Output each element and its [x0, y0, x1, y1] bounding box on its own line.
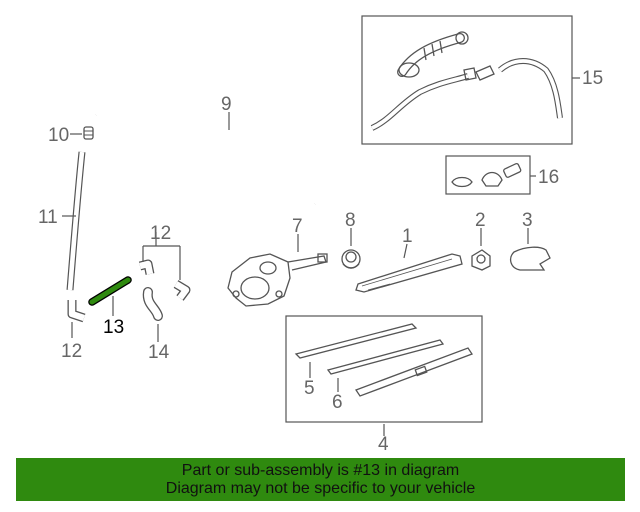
blade-group-box [285, 315, 483, 423]
leader-lines [62, 77, 580, 436]
banner-line-1: Part or sub-assembly is #13 in diagram [181, 462, 460, 479]
callout-5: 5 [304, 378, 315, 399]
part-11-hose[interactable] [66, 151, 86, 291]
callout-16: 16 [538, 167, 559, 188]
part-12-elbow-lower[interactable] [67, 300, 86, 323]
part-16-nozzle-assembly[interactable] [451, 163, 522, 188]
part-1-wiper-arm[interactable] [355, 253, 463, 293]
callout-12-upper: 12 [150, 223, 171, 244]
callout-8: 8 [345, 210, 356, 231]
highlight-notice-banner: Part or sub-assembly is #13 in diagram D… [16, 458, 625, 501]
callout-2: 2 [475, 210, 486, 231]
callout-14: 14 [148, 342, 170, 363]
callout-12-lower: 12 [61, 341, 82, 362]
part-14-bent-hose[interactable] [142, 287, 163, 321]
part-3-cap[interactable] [509, 246, 551, 271]
part-13-hose-highlighted[interactable] [88, 276, 132, 306]
callout-3: 3 [522, 210, 533, 231]
callout-10: 10 [48, 125, 69, 146]
part-12-elbow-upper-right[interactable] [173, 280, 191, 301]
part-7-wiper-motor[interactable] [227, 253, 328, 307]
callout-4: 4 [378, 434, 389, 455]
callout-11: 11 [38, 207, 58, 228]
part-10-connector[interactable] [83, 126, 94, 140]
part-12-elbow-upper-left[interactable] [138, 259, 155, 275]
callout-7: 7 [292, 216, 303, 237]
part-6-refill-strip[interactable] [326, 339, 445, 375]
banner-line-2: Diagram may not be specific to your vehi… [165, 480, 476, 497]
callout-13: 13 [103, 317, 124, 338]
part-8-grommet[interactable] [341, 249, 361, 269]
callout-15: 15 [582, 68, 603, 89]
part-15-box [361, 15, 573, 145]
part-5-refill-strip[interactable] [294, 323, 418, 359]
callout-labels: 9 10 11 12 12 13 14 7 8 1 2 3 5 6 4 15 1… [38, 68, 603, 455]
part-9-washer-hose[interactable] [95, 104, 327, 206]
part-16-box [445, 155, 531, 195]
callout-9: 9 [221, 94, 232, 115]
callout-1: 1 [402, 226, 413, 247]
wiper-blade-assembly[interactable] [355, 347, 473, 397]
part-15-hose-assembly[interactable] [370, 31, 563, 131]
part-2-nut[interactable] [471, 249, 491, 271]
callout-6: 6 [332, 392, 343, 413]
